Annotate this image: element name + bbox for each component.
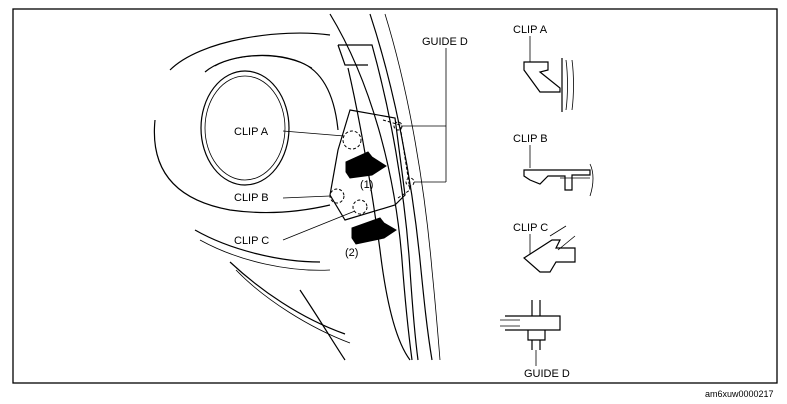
body-edge-1 [329, 13, 413, 361]
speaker-housing-contour [204, 54, 339, 131]
body-edge-3 [384, 13, 441, 361]
speaker-housing-contour-2 [214, 55, 313, 69]
lower-trim-panel-edge [382, 119, 411, 199]
lower-pocket-outline-2 [199, 239, 331, 271]
clip-c-label: CLIP C [234, 235, 269, 247]
lower-pocket-curve-2 [235, 269, 351, 344]
figure-id: am6xuw0000217 [705, 389, 774, 399]
clip-b-label: CLIP B [234, 192, 269, 204]
clip-b-detail-label: CLIP B [513, 133, 548, 145]
figure-border [12, 8, 778, 384]
step-1-label: (1) [360, 179, 373, 191]
clip-c-detail: CLIP C [513, 222, 576, 273]
lower-edge [299, 289, 346, 361]
clip-c-detail-label: CLIP C [513, 222, 548, 234]
clip-a-detail: CLIP A [513, 24, 574, 112]
speaker-inner-ring [204, 75, 286, 181]
clip-a-detail-label: CLIP A [513, 24, 548, 36]
lower-pocket-outline [194, 229, 321, 263]
lower-trim-panel [329, 109, 406, 221]
panel-outline-upper [169, 32, 331, 71]
clip-c-location [352, 199, 368, 215]
step-2-label: (2) [345, 247, 358, 259]
arrow-step-1 [345, 151, 387, 179]
clip-b-detail: CLIP B [513, 133, 594, 197]
clip-a-location [342, 130, 362, 150]
pillar-body-edge [347, 67, 411, 361]
door-trim-illustration [153, 13, 441, 361]
arrow-step-2 [351, 217, 397, 245]
pillar-trim-outer [338, 44, 419, 361]
body-edge-2 [369, 13, 433, 361]
speaker-outer-ring [200, 70, 290, 186]
panel-outline-left [153, 119, 331, 214]
pillar-trim-inner [337, 44, 368, 66]
guide-d-label: GUIDE D [422, 36, 468, 48]
clip-b-location [329, 188, 345, 204]
lower-pocket-curve [229, 261, 346, 335]
clip-a-label: CLIP A [234, 126, 269, 138]
leader-lines [282, 48, 447, 241]
guide-d-detail: GUIDE D [500, 300, 570, 380]
guide-d-detail-label: GUIDE D [524, 368, 570, 380]
